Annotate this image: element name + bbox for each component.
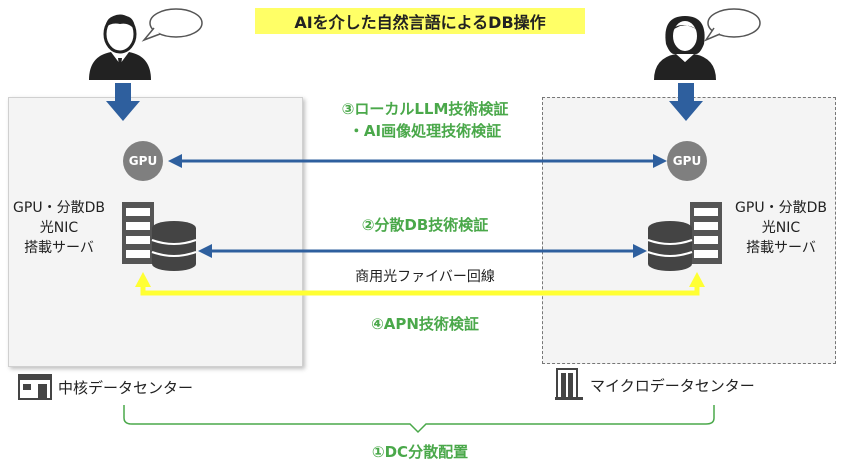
- micro-datacenter-label: マイクロデータセンター: [590, 377, 755, 395]
- fiber-line-arrow: [135, 272, 705, 296]
- left-down-arrow-icon: [106, 83, 140, 125]
- male-user-icon: [85, 14, 155, 80]
- verification-3-line2: ・AI画像処理技術検証: [348, 122, 502, 140]
- core-datacenter-building-icon: [18, 374, 52, 400]
- right-server-label: GPU・分散DB 光NIC 搭載サーバ: [735, 200, 827, 256]
- verification-1-label: ①DC分散配置: [371, 443, 469, 461]
- left-server-label: GPU・分散DB 光NIC 搭載サーバ: [13, 200, 105, 256]
- female-user-icon: [650, 14, 720, 80]
- verification-3-line1: ③ローカルLLM技術検証: [341, 100, 509, 118]
- right-speech-bubble-icon: [700, 6, 764, 46]
- dc-distribution-bracket: [123, 405, 715, 434]
- db-link-arrow: [198, 244, 647, 258]
- right-gpu-icon: GPU: [667, 141, 707, 181]
- diagram-title: AIを介した自然言語によるDB操作: [255, 8, 585, 34]
- verification-2-label: ②分散DB技術検証: [361, 216, 489, 234]
- left-gpu-icon: GPU: [123, 141, 163, 181]
- fiber-line-label: 商用光ファイバー回線: [355, 269, 495, 285]
- micro-datacenter-building-icon: [555, 367, 583, 401]
- gpu-link-arrow: [168, 154, 667, 168]
- right-down-arrow-icon: [669, 83, 703, 125]
- verification-4-label: ④APN技術検証: [371, 315, 479, 333]
- left-server-db-icon: [118, 200, 202, 272]
- right-server-db-icon: [642, 200, 726, 272]
- left-speech-bubble-icon: [140, 6, 204, 46]
- core-datacenter-label: 中核データセンター: [58, 379, 194, 397]
